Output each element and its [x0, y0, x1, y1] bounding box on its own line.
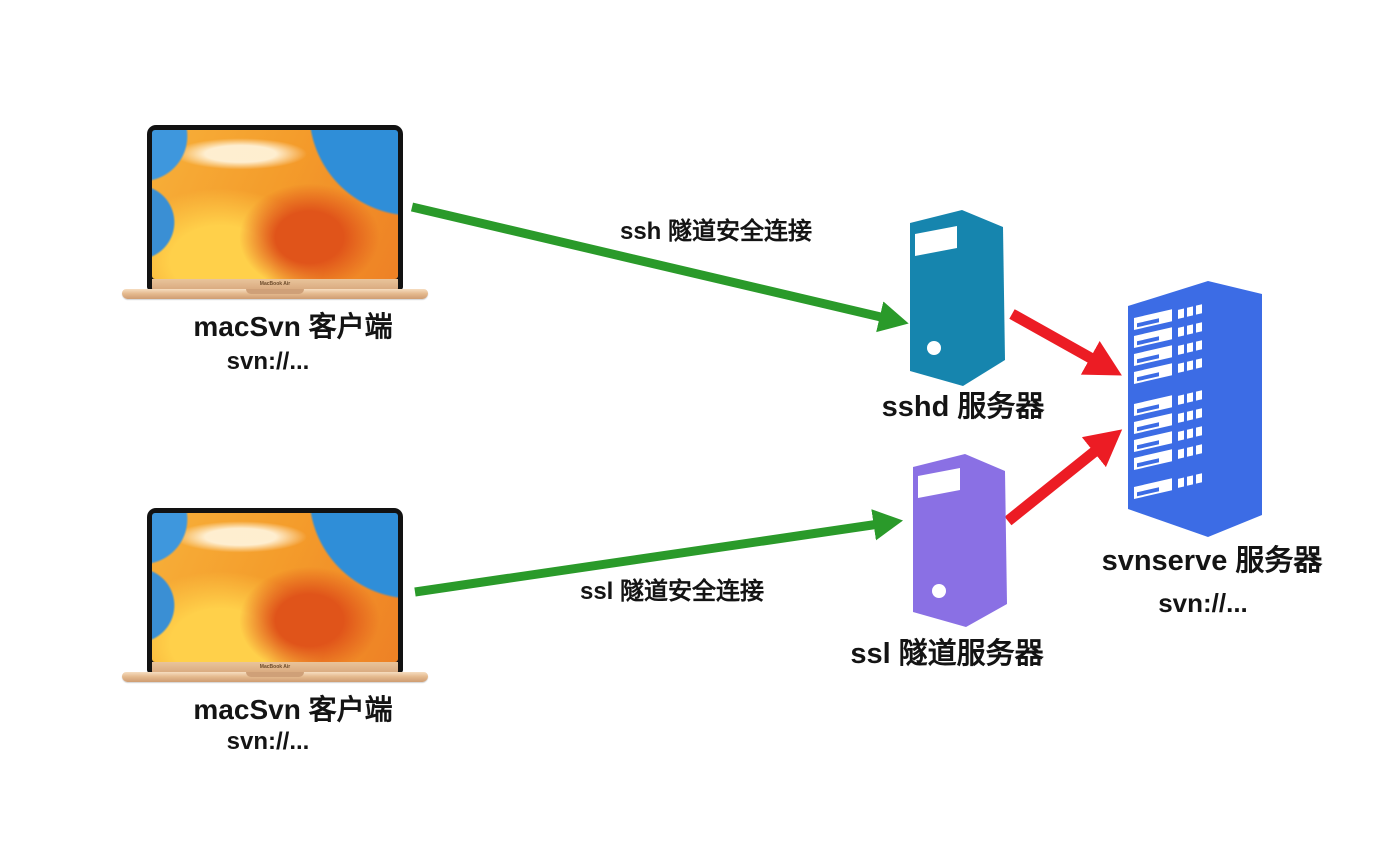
macos-ventura-wallpaper — [152, 130, 398, 279]
client-laptop-bottom: MacBook Air — [122, 508, 428, 688]
macos-ventura-wallpaper — [152, 513, 398, 662]
client-bottom-url: svn://... — [226, 728, 310, 755]
ssh-tunnel-label: ssh 隧道安全连接 — [619, 218, 813, 245]
svnserve-server-label: svnserve 服务器 — [1101, 545, 1323, 577]
macbook-screen: MacBook Air — [147, 508, 403, 673]
macbook-brand-text: MacBook Air — [152, 279, 398, 290]
ssl-server-label: ssl 隧道服务器 — [850, 638, 1044, 670]
ssl-tunnel-label: ssl 隧道安全连接 — [579, 578, 765, 605]
client-laptop-top: MacBook Air — [122, 125, 428, 305]
sshd-to-svnserve-arrow — [1009, 309, 1122, 376]
ssl-tunnel-arrow — [414, 509, 904, 597]
svnserve-server-url: svn://... — [1158, 588, 1248, 618]
client-top-title: macSvn 客户端 — [193, 311, 393, 342]
macbook-base — [122, 672, 428, 682]
svnserve-rack-icon — [1128, 281, 1262, 537]
sshd-server-icon — [910, 210, 1005, 386]
client-bottom-title: macSvn 客户端 — [193, 694, 393, 725]
ssl-tunnel-server-icon — [913, 454, 1007, 627]
sshd-server-label: sshd 服务器 — [881, 391, 1045, 423]
macbook-screen: MacBook Air — [147, 125, 403, 290]
macbook-base — [122, 289, 428, 299]
ssh-tunnel-arrow — [410, 202, 909, 333]
macbook-base-notch — [246, 672, 304, 677]
macbook-base-notch — [246, 289, 304, 294]
client-top-url: svn://... — [226, 348, 310, 375]
macbook-brand-text: MacBook Air — [152, 662, 398, 673]
ssl-to-svnserve-arrow — [1004, 429, 1123, 526]
